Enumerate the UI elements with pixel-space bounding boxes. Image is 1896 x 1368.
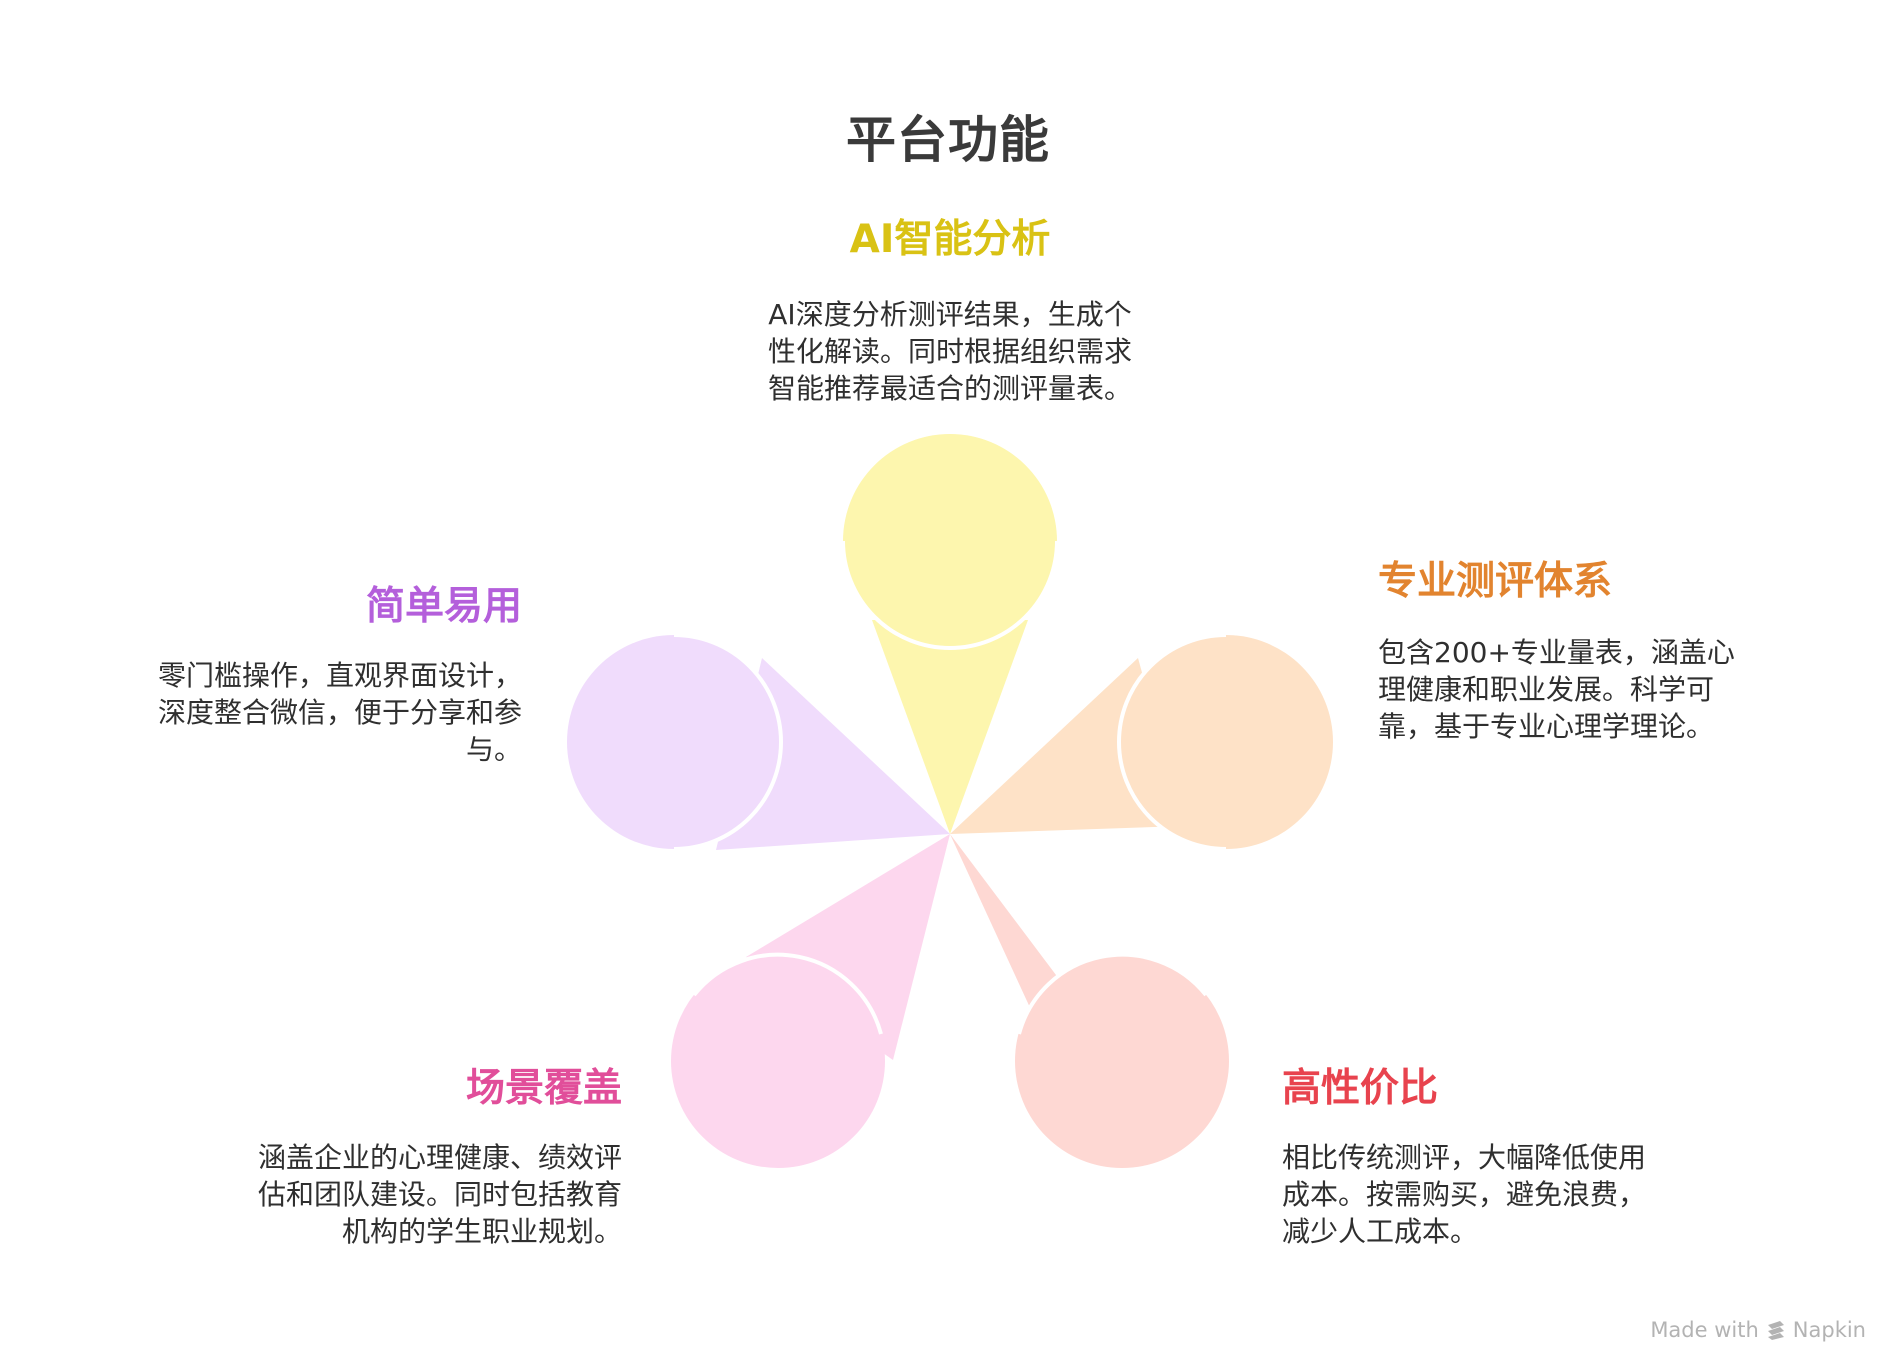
watermark-brand: Napkin [1792, 1318, 1866, 1342]
petal-ai-disc [843, 434, 1057, 648]
petal-professional-disc [1119, 635, 1333, 849]
description-value: 相比传统测评，大幅降低使用 成本。按需购买，避免浪费， 减少人工成本。 [1282, 1141, 1647, 1248]
heading-value: 高性价比 [1282, 1066, 1439, 1111]
description-ai: AI深度分析测评结果，生成个 性化解读。同时根据组织需求 智能推荐最适合的测评量… [767, 298, 1132, 405]
petal-ai-cone [872, 620, 1028, 834]
description-professional: 包含200+专业量表，涵盖心 理健康和职业发展。科学可 靠，基于专业心理学理论。 [1378, 636, 1735, 743]
petal-scenarios-disc [671, 954, 885, 1168]
petal-value [950, 834, 1229, 1168]
heading-professional: 专业测评体系 [1378, 559, 1613, 604]
napkin-logo-icon [1765, 1319, 1787, 1341]
petal-scenarios-rim [692, 952, 883, 1035]
petal-easy-disc [567, 635, 781, 849]
description-scenarios: 涵盖企业的心理健康、绩效评 估和团队建设。同时包括教育 机构的学生职业规划。 [257, 1141, 622, 1248]
watermark: Made with Napkin [1650, 1318, 1866, 1342]
petal-easy [567, 633, 950, 851]
heading-easy: 简单易用 [365, 584, 522, 629]
petal-ai-rim [841, 540, 1059, 650]
petal-professional-rim [1117, 633, 1227, 851]
petal-professional [950, 633, 1333, 851]
petal-value-rim [1017, 952, 1208, 1035]
page-title: 平台功能 [846, 111, 1050, 169]
petal-ai [841, 434, 1059, 834]
watermark-prefix: Made with [1650, 1318, 1759, 1342]
description-easy: 零门槛操作，直观界面设计， 深度整合微信，便于分享和参 与。 [157, 659, 522, 766]
petal-value-disc [1015, 954, 1229, 1168]
heading-scenarios: 场景覆盖 [465, 1066, 622, 1111]
petal-scenarios-cone [746, 834, 950, 1060]
petal-scenarios [671, 834, 950, 1168]
petal-easy-rim [673, 633, 783, 851]
heading-ai: AI智能分析 [849, 217, 1051, 262]
